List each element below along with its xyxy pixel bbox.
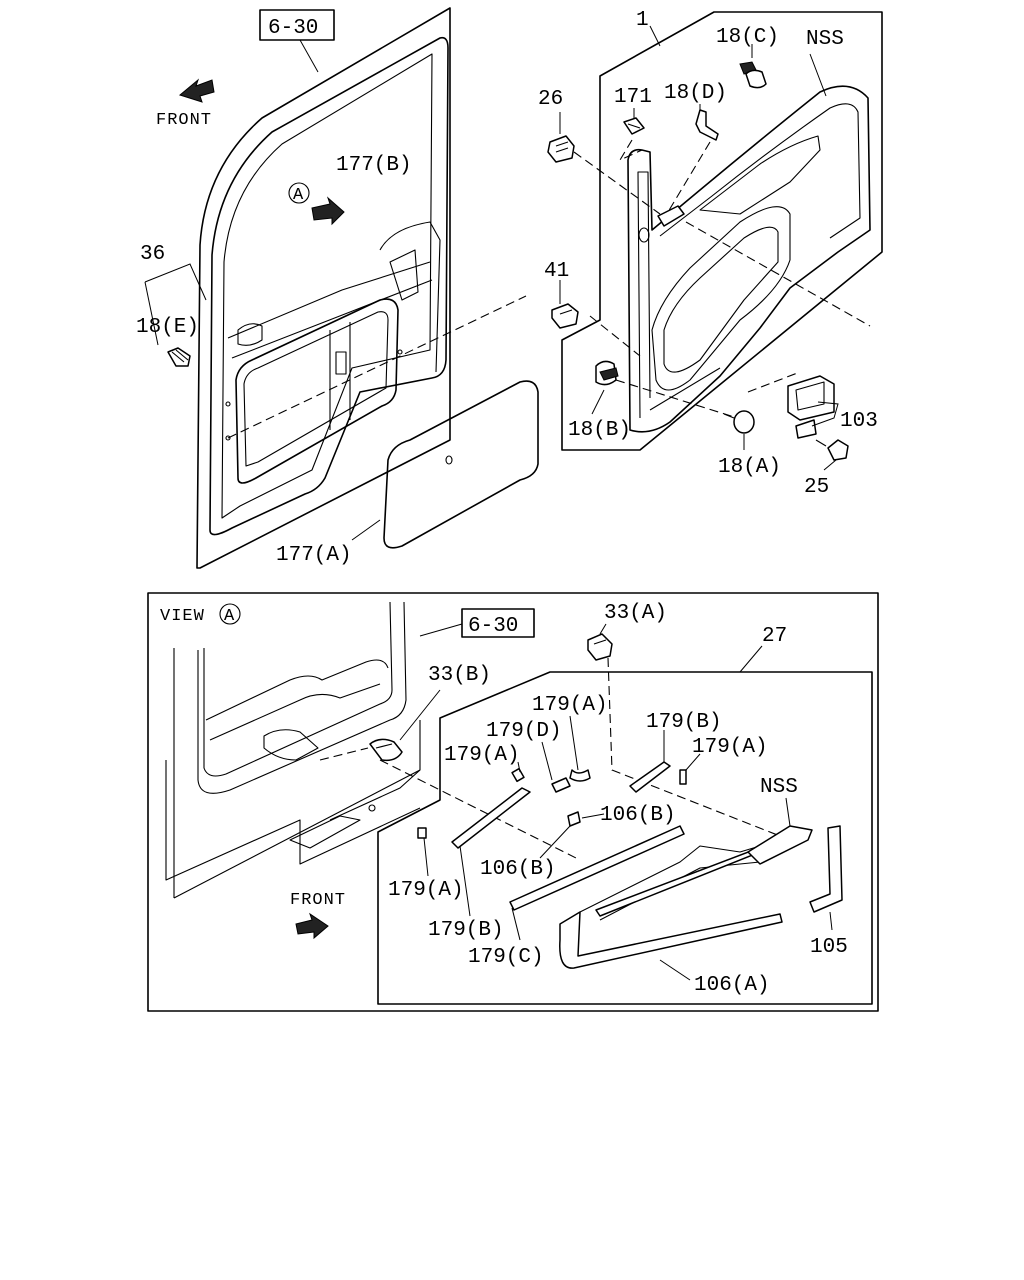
upper-view: 6-30 FRONT A <box>136 7 883 569</box>
trim-board-106a <box>559 911 783 969</box>
ref-box-6-30-upper <box>259 9 335 41</box>
label-179a-left: 179(A) <box>444 744 520 767</box>
label-27: 27 <box>762 625 787 648</box>
label-25: 25 <box>804 476 829 499</box>
label-18a: 18(A) <box>718 456 781 479</box>
door-trim-panel <box>627 85 871 433</box>
label-106a: 106(A) <box>694 974 770 997</box>
cover-panel-177a <box>383 380 539 549</box>
strip-179b-right <box>629 761 671 793</box>
ref-box-label-lower: 6-30 <box>468 615 518 638</box>
door-section-view <box>165 601 421 899</box>
view-label: VIEW <box>160 607 205 626</box>
clip-18a-icon <box>723 410 755 434</box>
label-18b: 18(B) <box>568 419 631 442</box>
label-nss-lower: NSS <box>760 776 798 799</box>
strip-179b-left <box>451 787 531 849</box>
view-arrow-icon <box>311 196 345 226</box>
clip-179a-3 <box>417 827 427 839</box>
label-179a-bottom: 179(A) <box>388 879 464 902</box>
ref-box-label-upper: 6-30 <box>268 17 318 40</box>
clip-171-icon <box>623 117 645 135</box>
clip-106b <box>567 811 581 827</box>
label-41: 41 <box>544 260 569 283</box>
clip-33a-icon <box>587 633 613 661</box>
nss-trim-piece <box>747 825 813 865</box>
label-18d: 18(D) <box>664 82 727 105</box>
label-179b-top: 179(B) <box>646 711 722 734</box>
label-171: 171 <box>614 86 652 109</box>
front-label-upper: FRONT <box>156 111 212 130</box>
front-arrow-icon-lower <box>295 912 329 940</box>
label-106b-left: 106(B) <box>480 858 556 881</box>
label-33b: 33(B) <box>428 664 491 687</box>
label-177b: 177(B) <box>336 154 412 177</box>
label-177a: 177(A) <box>276 544 352 567</box>
view-a-marker-upper: A <box>293 186 304 205</box>
label-33a: 33(A) <box>604 602 667 625</box>
strip-179c <box>509 825 685 911</box>
label-179a-right: 179(A) <box>692 736 768 759</box>
label-103: 103 <box>840 410 878 433</box>
label-18e: 18(E) <box>136 316 199 339</box>
view-a-marker-lower: A <box>224 607 235 626</box>
label-26: 26 <box>538 88 563 111</box>
label-179a-top: 179(A) <box>532 694 608 717</box>
handle-103-icon <box>787 375 835 439</box>
front-arrow-icon-upper <box>178 78 215 103</box>
front-label-lower: FRONT <box>290 891 346 910</box>
clip-179a-hook <box>569 769 591 782</box>
label-179b-bottom: 179(B) <box>428 919 504 942</box>
clip-18c-icon <box>739 61 767 89</box>
clip-18e-icon <box>167 347 191 367</box>
view-a-circle-icon <box>288 182 310 204</box>
lower-view: VIEW A 6-30 FRONT <box>147 592 879 1012</box>
clip-179a-2 <box>679 769 687 785</box>
clip-26-icon <box>547 135 575 163</box>
trim-kit-box-27 <box>377 671 873 1005</box>
door-panel <box>196 7 451 569</box>
clip-41-icon <box>551 303 579 329</box>
label-18c: 18(C) <box>716 26 779 49</box>
strip-105 <box>809 825 843 913</box>
label-179c: 179(C) <box>468 946 544 969</box>
clip-18b-icon <box>595 360 619 386</box>
label-36: 36 <box>140 243 165 266</box>
screw-25-icon <box>815 439 849 461</box>
view-a-circle-icon-lower <box>219 603 241 625</box>
ref-box-6-30-lower <box>461 608 535 638</box>
label-179d: 179(D) <box>486 720 562 743</box>
bracket-18d-icon <box>695 109 719 141</box>
label-106b-right: 106(B) <box>600 804 676 827</box>
trim-assembly-box <box>561 11 883 451</box>
strip-179d <box>551 777 571 793</box>
label-105: 105 <box>810 936 848 959</box>
view-a-frame <box>147 592 879 1012</box>
label-1: 1 <box>636 9 649 32</box>
label-nss-upper: NSS <box>806 28 844 51</box>
clip-33b-icon <box>369 738 403 762</box>
clip-179a-1 <box>511 767 525 783</box>
